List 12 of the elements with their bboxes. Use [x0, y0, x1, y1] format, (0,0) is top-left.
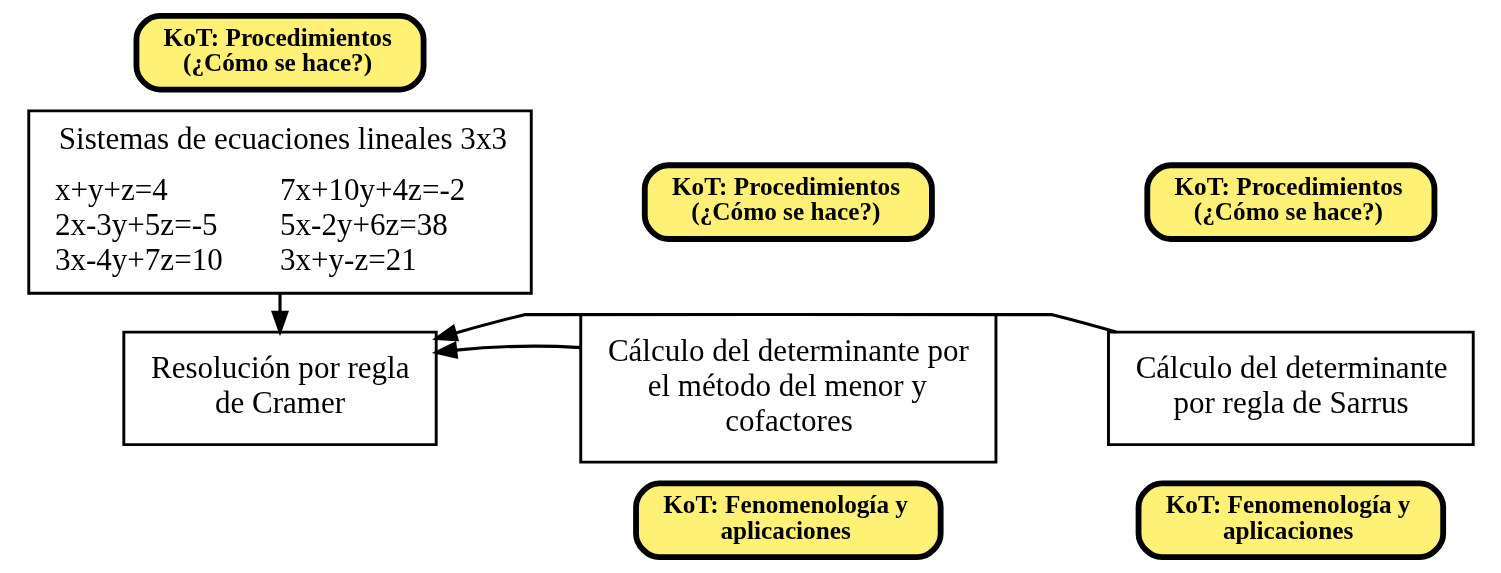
- arrow: [431, 341, 581, 359]
- node-box: KoT: Fenomenología y aplicaciones: [1135, 480, 1446, 561]
- node-box: KoT: Procedimientos (¿Cómo se hace?): [641, 162, 935, 242]
- arrow: [270, 293, 289, 337]
- arrow: [431, 313, 1117, 342]
- node-box: KoT: Procedimientos (¿Cómo se hace?): [133, 12, 426, 93]
- node-box: KoT: Fenomenología y aplicaciones: [632, 480, 944, 561]
- node-box: Cálculo del determinante por regla de Sarrus: [1106, 330, 1475, 447]
- node-box: Resolución por regla de Cramer: [121, 330, 438, 447]
- node-box: KoT: Procedimientos (¿Cómo se hace?): [1143, 162, 1437, 242]
- node-box: Sistemas de ecuaciones lineales 3x3 x+y+z=4 2x-3y+5z=-5 3x-4y+7z=10 7x+10y+4z=-2 5x-2y+6z=38 3x+y-z=21: [26, 109, 533, 295]
- node-box: Cálculo del determinante por el método del menor y cofactores: [578, 313, 997, 464]
